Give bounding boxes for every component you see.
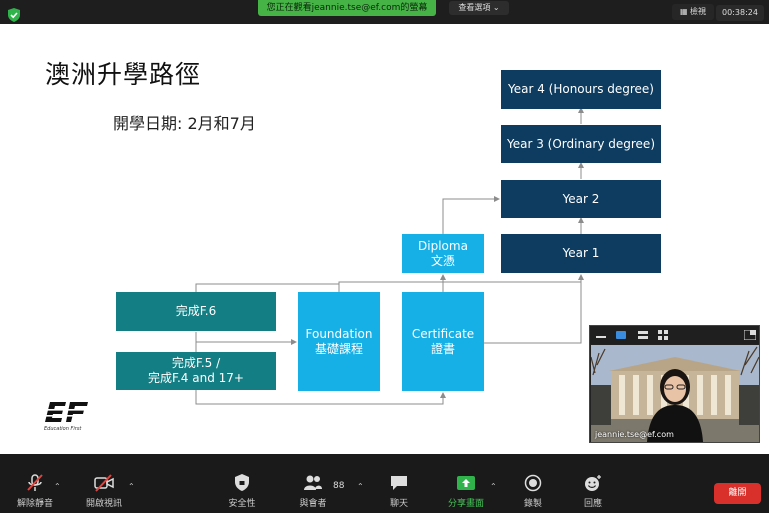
video-off-icon xyxy=(94,474,114,492)
meeting-toolbar: 解除靜音 ⌃ 開啟視訊 ⌃ 安全性 與會者 88 ⌃ 聊天 xyxy=(0,454,769,513)
f6-label: 完成F.6 xyxy=(175,304,217,318)
year1-box: Year 1 xyxy=(501,234,661,273)
year4-label: Year 4 (Honours degree) xyxy=(507,82,654,96)
diploma-label-en: Diploma xyxy=(418,238,468,253)
participants-count: 88 xyxy=(333,481,345,491)
shield-icon xyxy=(8,8,20,22)
grid-icon: ▦ xyxy=(679,7,688,16)
chat-label: 聊天 xyxy=(389,499,408,509)
muted-microphone-icon xyxy=(27,474,43,491)
security-label: 安全性 xyxy=(228,499,256,509)
f5-box: 完成F.5 / 完成F.4 and 17+ xyxy=(116,352,276,390)
security-button[interactable]: 安全性 xyxy=(212,474,272,509)
video-feed: jeannie.tse@ef.com xyxy=(591,345,759,442)
certificate-label-zh: 證書 xyxy=(430,341,455,356)
security-shield-icon xyxy=(235,474,249,491)
year2-box: Year 2 xyxy=(501,180,661,218)
reactions-label: 回應 xyxy=(583,499,602,509)
ef-logo-caption: Education First xyxy=(44,426,82,432)
participants-button[interactable]: 與會者 xyxy=(283,474,343,509)
slide-subtitle: 開學日期: 2月和7月 xyxy=(113,114,256,133)
participant-video[interactable]: jeannie.tse@ef.com xyxy=(589,325,760,443)
view-button-label: 檢視 xyxy=(690,7,707,16)
audio-options-chevron-icon[interactable]: ⌃ xyxy=(54,482,61,491)
reactions-smiley-icon xyxy=(585,475,601,491)
video-controls-bar xyxy=(590,326,759,344)
certificate-box: Certificate 證書 xyxy=(402,292,484,391)
view-button[interactable]: ▦ 檢視 xyxy=(672,4,714,20)
f5-label-line1: 完成F.5 / xyxy=(171,356,221,370)
year3-label: Year 3 (Ordinary degree) xyxy=(506,136,655,151)
reactions-button[interactable]: 回應 xyxy=(563,474,623,509)
flow-arrows xyxy=(195,107,584,405)
unmute-button[interactable]: 解除靜音 xyxy=(5,474,65,509)
pop-out-icon[interactable] xyxy=(744,330,756,340)
view-options-dropdown[interactable]: 查看選項 ⌄ xyxy=(449,1,509,15)
record-label: 錄製 xyxy=(523,499,542,509)
diploma-box: Diploma 文憑 xyxy=(402,234,484,273)
record-icon xyxy=(524,474,542,492)
certificate-label-en: Certificate xyxy=(411,326,475,341)
participants-label: 與會者 xyxy=(299,499,327,509)
foundation-label-en: Foundation xyxy=(305,326,373,341)
strip-view-icon[interactable] xyxy=(638,331,648,339)
participants-icon xyxy=(304,475,322,490)
year3-box: Year 3 (Ordinary degree) xyxy=(501,125,661,163)
share-screen-icon xyxy=(457,476,475,490)
f6-box: 完成F.6 xyxy=(116,292,276,331)
slide-title: 澳洲升學路徑 xyxy=(45,60,202,89)
participants-options-chevron-icon[interactable]: ⌃ xyxy=(357,482,364,491)
shared-slide: 澳洲升學路徑 開學日期: 2月和7月 Year 4 (Honours degre… xyxy=(0,24,769,454)
participant-name: jeannie.tse@ef.com xyxy=(595,430,674,439)
diploma-label-zh: 文憑 xyxy=(430,253,455,268)
f5-label-line2: 完成F.4 and 17+ xyxy=(148,371,244,385)
gallery-view-icon[interactable] xyxy=(658,330,668,340)
chat-button[interactable]: 聊天 xyxy=(369,474,429,509)
foundation-label-zh: 基礎課程 xyxy=(314,341,363,356)
minimize-icon[interactable] xyxy=(596,332,606,338)
foundation-box: Foundation 基礎課程 xyxy=(298,292,380,391)
share-screen-button[interactable]: 分享畫面 xyxy=(436,474,496,509)
participant-background-image xyxy=(591,345,759,442)
unmute-label: 解除靜音 xyxy=(16,499,53,509)
year2-label: Year 2 xyxy=(562,191,600,206)
year4-box: Year 4 (Honours degree) xyxy=(501,70,661,109)
chat-bubble-icon xyxy=(391,476,407,490)
share-options-chevron-icon[interactable]: ⌃ xyxy=(490,482,497,491)
ef-logo-icon xyxy=(44,402,90,422)
screen-share-banner: 您正在觀看jeannie.tse@ef.com的螢幕 xyxy=(258,0,436,16)
start-video-button[interactable]: 開啟視訊 xyxy=(74,474,134,509)
year1-label: Year 1 xyxy=(562,246,600,260)
meeting-timer: 00:38:24 xyxy=(716,5,764,21)
leave-meeting-button[interactable]: 離開 xyxy=(714,483,761,504)
video-options-chevron-icon[interactable]: ⌃ xyxy=(128,482,135,491)
top-bar: 您正在觀看jeannie.tse@ef.com的螢幕 查看選項 ⌄ ▦ 檢視 0… xyxy=(0,0,769,24)
record-button[interactable]: 錄製 xyxy=(503,474,563,509)
speaker-view-icon[interactable] xyxy=(616,331,626,339)
share-screen-label: 分享畫面 xyxy=(447,499,484,509)
start-video-label: 開啟視訊 xyxy=(85,499,122,509)
